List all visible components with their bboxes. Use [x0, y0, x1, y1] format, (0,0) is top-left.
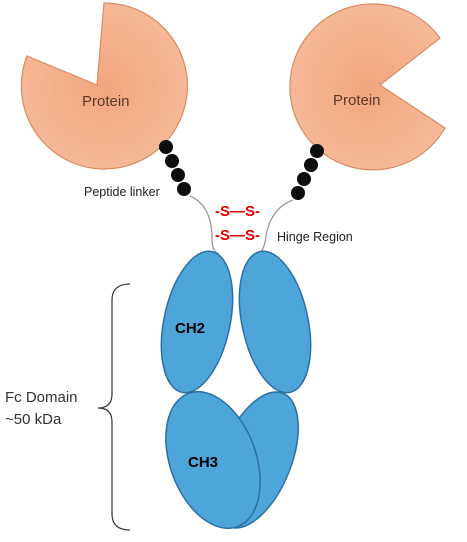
ch3-label: CH3 [188, 454, 218, 471]
hinge-region-label: Hinge Region [277, 230, 353, 244]
protein-right-label: Protein [333, 92, 381, 109]
fc-domain-size-label: ~50 kDa [5, 411, 62, 428]
fc-domain-label: Fc Domain [5, 389, 78, 406]
protein-left-shape [20, 2, 188, 170]
ch2-domain-right [238, 250, 312, 394]
peptide-linker-label: Peptide linker [84, 185, 160, 199]
disulfide-bond-top: -S—S- [215, 203, 260, 220]
hinge-strand-left [189, 195, 220, 255]
ch2-domain-left [160, 250, 234, 394]
peptide-linker-left [159, 140, 191, 196]
protein-left-label: Protein [82, 93, 130, 110]
ch2-label: CH2 [175, 320, 205, 337]
disulfide-bond-bottom: -S—S- [215, 227, 260, 244]
fc-domain-brace [97, 283, 131, 531]
protein-right-shape [289, 3, 446, 171]
peptide-linker-right [291, 144, 324, 200]
ch3-domain-left [165, 390, 261, 530]
hinge-strand-right [257, 199, 294, 256]
